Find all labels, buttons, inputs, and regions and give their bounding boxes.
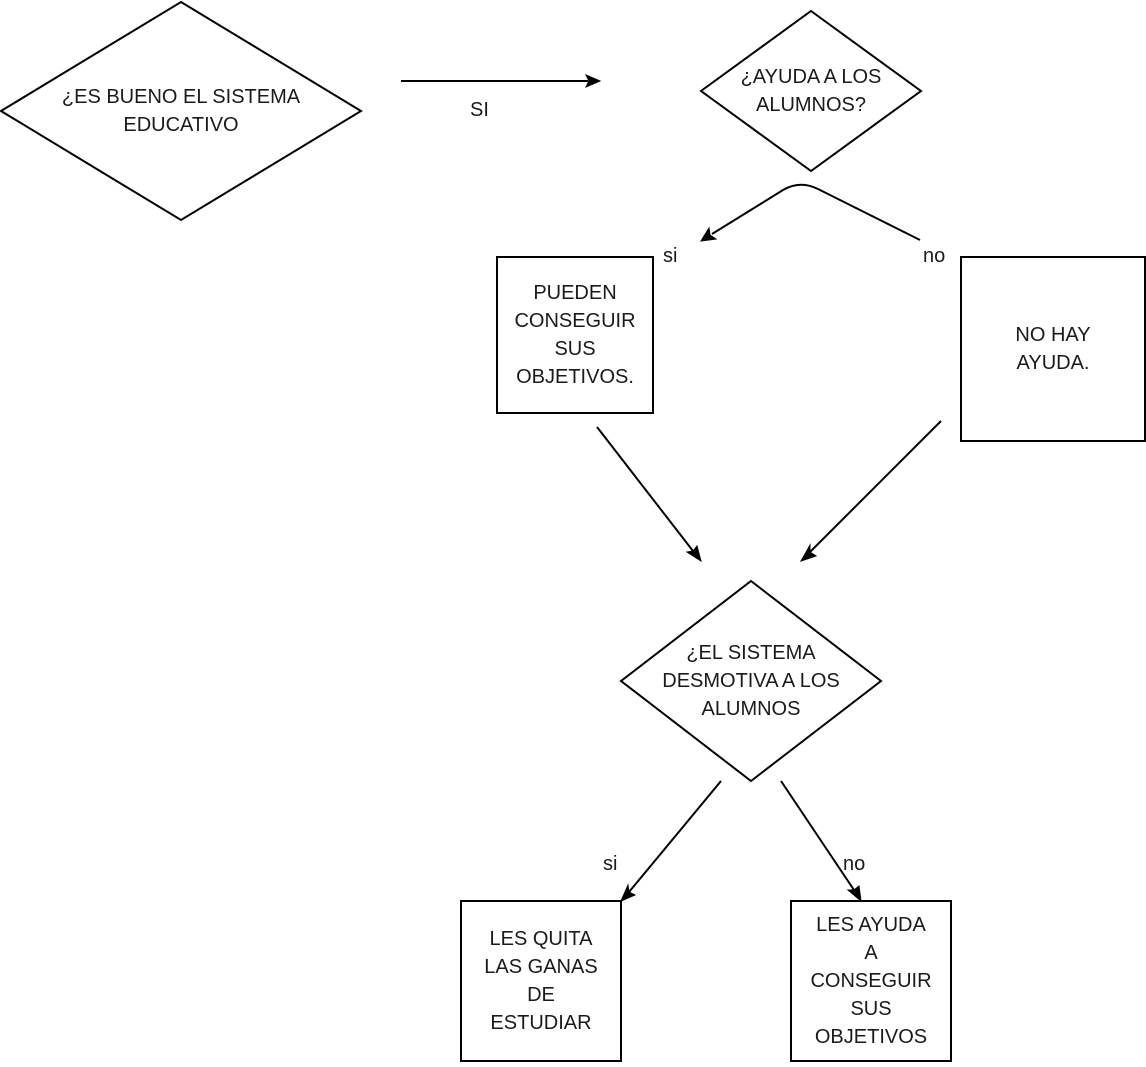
arrow-decision3-no-head: [846, 885, 862, 903]
edge-label-no-bottom: no: [843, 853, 866, 875]
decision-ayuda-text: ¿AYUDA A LOS ALUMNOS?: [740, 66, 882, 116]
arrow-si-1-head: [584, 74, 602, 88]
box-les-ayuda-shape: [790, 900, 952, 1062]
box-pueden-conseguir-text: PUEDEN CONSEGUIR SUS OBJETIVOS.: [514, 282, 636, 388]
edge-label-no-branch: no: [923, 245, 946, 267]
decision-es-bueno-shape: [0, 0, 363, 222]
arrow-decision3-no-line: [780, 780, 855, 891]
arrow-box2-to-decision3-line: [809, 420, 942, 553]
arrow-branch-si-no-line: [711, 183, 921, 241]
edge-label-si-branch: si: [663, 245, 678, 267]
box-no-hay-ayuda-text: NO HAY AYUDA.: [1015, 324, 1091, 374]
edge-label-si-bottom: si: [603, 853, 618, 875]
decision-es-bueno-text: ¿ES BUENO EL SISTEMA EDUCATIVO: [61, 86, 301, 136]
box-les-quita-shape: [460, 900, 622, 1062]
box-no-hay-ayuda-shape: [960, 256, 1146, 442]
arrow-box2-to-decision3-head: [799, 543, 818, 562]
decision-desmotiva-shape: [619, 579, 883, 783]
edge-label-si-main: SI: [470, 99, 489, 121]
box-les-quita-text: LES QUITA LAS GANAS DE ESTUDIAR: [484, 928, 598, 1034]
arrow-branch-si-head: [700, 226, 718, 242]
decision-desmotiva-text: ¿EL SISTEMA DESMOTIVA A LOS ALUMNOS: [662, 642, 840, 720]
arrow-box1-to-decision3-line: [596, 426, 694, 552]
box-pueden-conseguir-shape: [496, 256, 654, 414]
box-les-ayuda-text: LES AYUDA A CONSEGUIR SUS OBJETIVOS: [810, 914, 932, 1048]
decision-ayuda-shape: [699, 9, 923, 173]
arrow-box1-to-decision3-head: [685, 544, 702, 563]
arrow-decision3-si-line: [628, 780, 722, 893]
arrow-decision3-si-head: [620, 883, 637, 902]
